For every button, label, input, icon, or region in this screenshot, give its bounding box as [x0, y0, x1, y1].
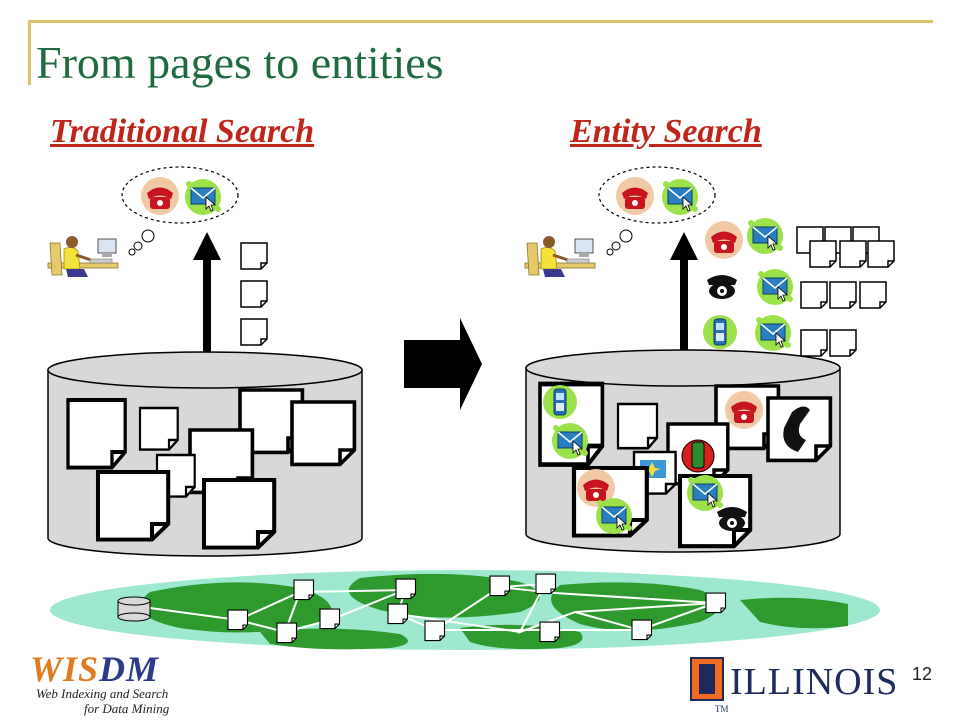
illinois-block-i-icon [690, 657, 724, 701]
wisdm-logo: WISDM [30, 649, 160, 689]
entity-search-heading: Entity Search [570, 113, 762, 150]
email-icon-2 [661, 178, 699, 216]
page-number: 12 [912, 664, 933, 684]
wisdm-tagline-2: for Data Mining [84, 701, 170, 716]
entity-result-arrow [670, 232, 698, 260]
result-arrow [193, 232, 221, 260]
traditional-search-heading: Traditional Search [50, 113, 315, 150]
email-icon [184, 178, 222, 216]
top-rule [28, 20, 933, 23]
database-cylinder-icon [47, 351, 363, 557]
entity-search-panel [523, 166, 895, 553]
telephone-icon [141, 177, 179, 215]
traditional-search-panel [46, 166, 363, 557]
user-at-computer-icon-2 [523, 234, 597, 279]
transition-arrow-icon [404, 318, 482, 410]
side-rule [28, 20, 31, 85]
telephone-icon-2 [616, 177, 654, 215]
user-at-computer-icon [46, 234, 120, 279]
illinois-wordmark: ILLINOIS [730, 661, 899, 703]
web-graph-icon [50, 570, 880, 650]
wisdm-tagline-1: Web Indexing and Search [36, 686, 169, 701]
web-database-icon [117, 596, 151, 622]
trademark-mark: TM [715, 704, 729, 714]
slide-title: From pages to entities [36, 37, 444, 88]
entity-database-cylinder-icon [525, 349, 841, 553]
